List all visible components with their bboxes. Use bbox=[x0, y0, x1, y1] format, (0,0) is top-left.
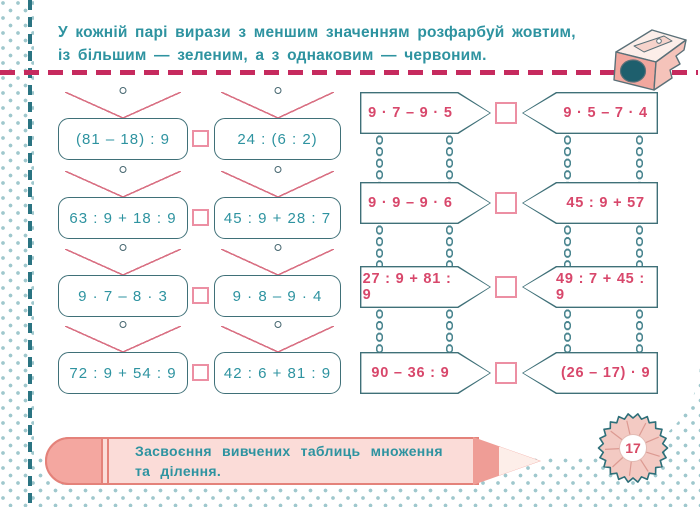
instruction-line1: У кожній парі вирази з меншим значенням … bbox=[58, 24, 576, 41]
expression: 9 · 7 – 9 · 5 bbox=[368, 105, 453, 121]
nail-icon bbox=[119, 244, 127, 251]
expression[interactable]: 45 : 9 + 28 : 7 bbox=[214, 197, 341, 239]
compare-box-arrows2[interactable] bbox=[495, 192, 517, 214]
chain-link bbox=[634, 224, 645, 266]
expression[interactable]: 9 · 7 – 8 · 3 bbox=[58, 275, 188, 317]
lesson-topic-line2: та ділення. bbox=[135, 462, 222, 479]
sign-pair4-right[interactable]: 42 : 6 + 81 : 9 bbox=[214, 321, 341, 394]
hanger-string bbox=[221, 92, 334, 118]
pencil-sharpener-icon bbox=[613, 29, 687, 91]
nail-icon bbox=[119, 321, 127, 328]
pencil-ferrule bbox=[107, 439, 109, 483]
expression: 45 : 9 + 57 bbox=[566, 195, 645, 211]
page-number: 17 bbox=[625, 440, 641, 456]
chain-link bbox=[374, 224, 385, 266]
expression[interactable]: 24 : (6 : 2) bbox=[214, 118, 341, 160]
chain-link bbox=[634, 308, 645, 352]
sign-pair2-right[interactable]: 45 : 9 + 28 : 7 bbox=[214, 166, 341, 239]
task-instruction: У кожній парі вирази з меншим значенням … bbox=[58, 21, 603, 68]
expression: 27 : 9 + 81 : 9 bbox=[362, 271, 452, 303]
arrow-pair2-left[interactable]: 9 · 9 – 9 · 6 bbox=[360, 182, 491, 224]
compare-box-pair3[interactable] bbox=[192, 287, 209, 304]
chain-link bbox=[444, 224, 455, 266]
expression[interactable]: 72 : 9 + 54 : 9 bbox=[58, 352, 188, 394]
nail-icon bbox=[119, 87, 127, 94]
header-divider-dashed-line bbox=[0, 70, 698, 75]
hanger-string bbox=[221, 171, 334, 197]
arrow-shape bbox=[522, 352, 658, 394]
arrow-shape bbox=[522, 182, 658, 224]
compare-box-pair1[interactable] bbox=[192, 130, 209, 147]
expression[interactable]: 63 : 9 + 18 : 9 bbox=[58, 197, 188, 239]
lesson-topic: Засвоєння вивчених таблиць множення та д… bbox=[135, 442, 443, 481]
sign-pair1-right[interactable]: 24 : (6 : 2) bbox=[214, 87, 341, 160]
arrow-shape bbox=[360, 182, 491, 224]
hanger-string bbox=[65, 92, 181, 118]
hanger-string bbox=[65, 171, 181, 197]
sign-pair4-left[interactable]: 72 : 9 + 54 : 9 bbox=[58, 321, 188, 394]
compare-box-arrows4[interactable] bbox=[495, 362, 517, 384]
arrow-pair3-right[interactable]: 49 : 7 + 45 : 9 bbox=[522, 266, 658, 308]
expression: 9 · 9 – 9 · 6 bbox=[368, 195, 453, 211]
nail-icon bbox=[274, 166, 281, 173]
arrow-pair1-right[interactable]: 9 · 5 – 7 · 4 bbox=[522, 92, 658, 134]
sign-pair1-left[interactable]: (81 – 18) : 9 bbox=[58, 87, 188, 160]
arrow-shape bbox=[522, 266, 658, 308]
lesson-topic-line1: Засвоєння вивчених таблиць множення bbox=[135, 443, 443, 459]
chain-link bbox=[562, 308, 573, 352]
chain-link bbox=[634, 134, 645, 182]
compare-box-arrows3[interactable] bbox=[495, 276, 517, 298]
arrow-pair1-left[interactable]: 9 · 7 – 9 · 5 bbox=[360, 92, 491, 134]
pencil-eraser bbox=[45, 437, 103, 485]
expression: 9 · 5 – 7 · 4 bbox=[563, 105, 648, 121]
nail-icon bbox=[274, 87, 281, 94]
pencil-tip-wood bbox=[499, 446, 540, 476]
compare-box-arrows1[interactable] bbox=[495, 102, 517, 124]
expression[interactable]: 9 · 8 – 9 · 4 bbox=[214, 275, 341, 317]
page-number-badge: 17 bbox=[597, 413, 669, 483]
arrow-pair4-right[interactable]: (26 – 17) · 9 bbox=[522, 352, 658, 394]
instruction-line2: із більшим — зеленим, а з однаковим — че… bbox=[58, 47, 487, 65]
arrow-shape bbox=[522, 92, 658, 134]
compare-box-pair4[interactable] bbox=[192, 364, 209, 381]
pencil-icon: Засвоєння вивчених таблиць множення та д… bbox=[45, 437, 541, 485]
hanger-string bbox=[221, 326, 334, 352]
hanger-string bbox=[221, 249, 334, 275]
chain-link bbox=[562, 134, 573, 182]
chain-link bbox=[444, 308, 455, 352]
chain-link bbox=[374, 134, 385, 182]
sign-pair3-left[interactable]: 9 · 7 – 8 · 3 bbox=[58, 244, 188, 317]
nail-icon bbox=[274, 321, 281, 328]
chain-link bbox=[374, 308, 385, 352]
arrow-pair3-left[interactable]: 27 : 9 + 81 : 9 bbox=[360, 266, 491, 308]
chain-link bbox=[444, 134, 455, 182]
arrow-shape bbox=[360, 352, 491, 394]
nail-icon bbox=[274, 244, 281, 251]
hanger-string bbox=[65, 249, 181, 275]
hanger-string bbox=[65, 326, 181, 352]
arrow-pair4-left[interactable]: 90 – 36 : 9 bbox=[360, 352, 491, 394]
sign-pair3-right[interactable]: 9 · 8 – 9 · 4 bbox=[214, 244, 341, 317]
arrow-shape bbox=[360, 266, 491, 308]
expression[interactable]: (81 – 18) : 9 bbox=[58, 118, 188, 160]
chain-link bbox=[562, 224, 573, 266]
arrow-shape bbox=[360, 92, 491, 134]
expression: (26 – 17) · 9 bbox=[560, 365, 651, 381]
margin-dashed-line bbox=[28, 0, 32, 507]
compare-box-pair2[interactable] bbox=[192, 209, 209, 226]
expression: 49 : 7 + 45 : 9 bbox=[556, 271, 646, 303]
expression[interactable]: 42 : 6 + 81 : 9 bbox=[214, 352, 341, 394]
expression: 90 – 36 : 9 bbox=[371, 365, 450, 381]
sign-pair2-left[interactable]: 63 : 9 + 18 : 9 bbox=[58, 166, 188, 239]
pencil-body bbox=[45, 437, 479, 485]
arrow-pair2-right[interactable]: 45 : 9 + 57 bbox=[522, 182, 658, 224]
nail-icon bbox=[119, 166, 127, 173]
